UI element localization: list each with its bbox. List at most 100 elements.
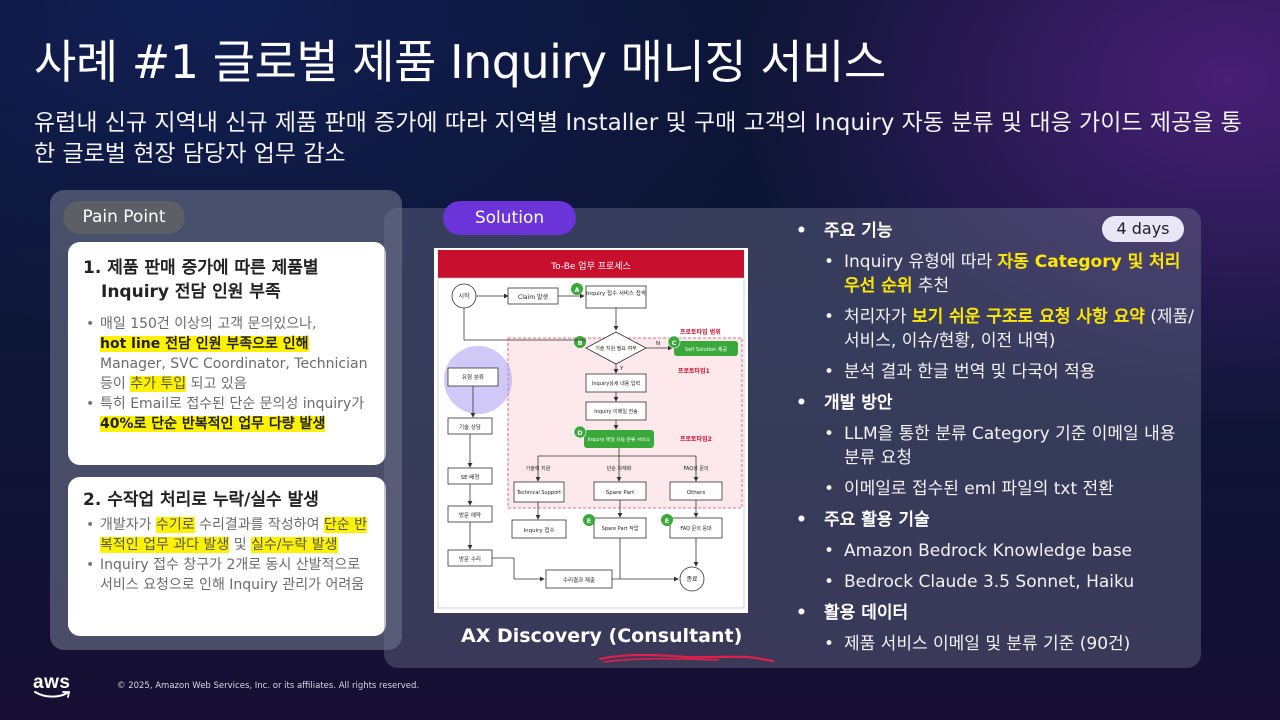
email-send-label: Inquiry 이메일 전송: [594, 408, 638, 415]
faq-answer-label: FAQ 문의 응대: [680, 525, 712, 532]
start-label: 시작: [458, 293, 470, 300]
tech-check-label: 기술 지원 필요 여부: [595, 345, 637, 352]
others-label: Others: [687, 490, 706, 496]
cat-part-label: 단순 자재화: [607, 465, 632, 472]
self-solution-label: Self Solution 제공: [685, 346, 728, 353]
card2-b1-b: 수리결과를 작성하여: [194, 517, 324, 533]
card1-b1-end: 되고 있음: [186, 376, 247, 392]
card1-bullets: 매일 150건 이상의 고객 문의있으나, hot line 전담 인원 부족으…: [86, 314, 372, 434]
card2-b1-c: 및: [229, 537, 252, 553]
end-label: 종료: [686, 576, 698, 583]
card1-b1-roles: Manager, SVC Coordinator, Technician 등이: [100, 356, 368, 392]
aws-logo-text: aws: [33, 672, 71, 693]
card1-b2-text: 특히 Email로 접수된 단순 문의성 inquiry가: [100, 396, 365, 412]
cat-tech-label: 기술력 지원: [526, 465, 551, 472]
section-data: 활용 데이터: [796, 601, 1196, 625]
card1-bullet-2: 특히 Email로 접수된 단순 문의성 inquiry가 40%로 단순 반복…: [86, 394, 372, 434]
card2-b1-highlight: 수기로: [155, 517, 195, 533]
inquiry-receive2-label: Inquiry 접수: [524, 526, 555, 534]
marker-a-label: A: [574, 286, 579, 294]
slide-title: 사례 #1 글로벌 제품 Inquiry 매니징 서비스: [34, 35, 886, 89]
feature-summary: 처리자가 보기 쉬운 구조로 요청 사항 요약 (제품/서비스, 이슈/현황, …: [796, 305, 1196, 353]
ax-discovery-caption: AX Discovery (Consultant): [461, 625, 743, 647]
repair-submit-label: 수리결과 제출: [563, 576, 595, 584]
type-classify-label: 유형 분류: [462, 374, 484, 381]
pain-point-card-1: 1. 제품 판매 증가에 따른 제품별 Inquiry 전담 인원 부족 매일 …: [68, 242, 386, 465]
solution-label: Solution: [443, 201, 576, 235]
section-main-features: 주요 기능: [796, 219, 1196, 243]
diagram-header: To-Be 업무 프로세스: [550, 261, 631, 272]
marker-e1-label: E: [587, 517, 591, 525]
tech-bedrock-claude: Bedrock Claude 3.5 Sonnet, Haiku: [796, 570, 1196, 594]
diagram-header-bar: [438, 250, 744, 278]
dev-llm-classify: LLM을 통한 분류 Category 기준 이메일 내용 분류 요청: [796, 422, 1196, 470]
aws-logo: aws: [33, 672, 73, 700]
card2-bullet-2: Inquiry 접수 창구가 2개로 동시 산발적으로 서비스 요청으로 인해 …: [86, 555, 372, 595]
spare-part-label: Spare Part: [606, 490, 635, 496]
card1-b2-highlight: 40%로 단순 반복적인 업무 다량 발생: [100, 416, 326, 432]
auto-classify-box: [584, 430, 654, 448]
feature-1-highlight: 자동 Category 및 처리 우선 순위: [844, 252, 1181, 296]
card1-heading-line1: 1. 제품 판매 증가에 따른 제품별: [83, 258, 319, 278]
card2-heading: 2. 수작업 처리로 누락/실수 발생: [83, 490, 319, 510]
card1-b1-highlight: hot line 전담 인원 부족으로 인해: [100, 336, 309, 352]
self-solution-box: [674, 341, 738, 356]
visit-repair-label: 방문 수리: [459, 555, 481, 563]
marker-b-label: B: [578, 339, 583, 347]
feature-2-end: (제품/서비스, 이슈/현황, 이전 내역): [844, 307, 1194, 351]
yes-label: Y: [619, 366, 624, 372]
tech-support-box: [513, 481, 565, 503]
feature-auto-category: Inquiry 유형에 따라 자동 Category 및 처리 우선 순위 추천: [796, 250, 1196, 298]
spare-work-label: Spare Part 작업: [602, 525, 639, 532]
se-assign-label: SE 배정: [461, 473, 480, 481]
proto1-label: 프로토타입1: [678, 367, 710, 375]
solution-feature-list: 주요 기능 Inquiry 유형에 따라 자동 Category 및 처리 우선…: [796, 219, 1196, 663]
handwritten-underline: [598, 653, 775, 663]
marker-a: [571, 283, 583, 295]
copyright-notice: © 2025, Amazon Web Services, Inc. or its…: [117, 681, 420, 691]
tech-support-label: Technical Support: [516, 490, 561, 496]
pain-point-card-2: 2. 수작업 처리로 누락/실수 발생 개발자가 수기로 수리결과를 작성하여 …: [68, 477, 386, 636]
section-dev-approach: 개발 방안: [796, 391, 1196, 415]
slide-subtitle: 유럽내 신규 지역내 신규 제품 판매 증가에 따라 지역별 Installer…: [34, 110, 1242, 167]
feature-1-end: 추천: [912, 276, 950, 296]
aws-smile-icon: [34, 691, 71, 698]
claim-label: Claim 발생: [518, 293, 548, 301]
cat-faq-label: FAQ성 문의: [683, 465, 708, 472]
proto-scope-label: 프로토타입 범위: [680, 328, 721, 336]
inquiry-receive-label: Inquiry 접수 서비스 접속: [586, 289, 646, 297]
feature-2-highlight: 보기 쉬운 구조로 요청 사항 요약: [911, 307, 1145, 327]
process-flowchart: To-Be 업무 프로세스 프로토타입 범위 프로토타입1 프로토타입2 시작 …: [437, 250, 745, 609]
proto2-label: 프로토타입2: [680, 435, 712, 443]
pain-point-label: Pain Point: [63, 201, 185, 234]
inquiry-receive2-box: [511, 519, 567, 539]
feature-2-text: 처리자가: [844, 307, 912, 327]
marker-b: [574, 336, 586, 348]
card1-bullet-1: 매일 150건 이상의 고객 문의있으나, hot line 전담 인원 부족으…: [86, 314, 372, 394]
card1-b1-text: 매일 150건 이상의 고객 문의있으나,: [100, 316, 317, 332]
marker-d-label: D: [577, 429, 583, 437]
card2-bullets: 개발자가 수기로 수리결과를 작성하여 단순 반복적인 업무 과다 발생 및 실…: [86, 515, 372, 595]
feature-translation: 분석 결과 한글 번역 및 다국어 적용: [796, 360, 1196, 384]
card1-heading-line2: Inquiry 전담 인원 부족: [101, 282, 281, 302]
detail-input-label: Inquiry상세 내용 입력: [592, 380, 640, 387]
inquiry-receive-box: [585, 285, 647, 309]
prototype-scope-region: [507, 337, 743, 509]
visit-reserve-label: 방문 예약: [459, 511, 481, 519]
no-label: N: [656, 341, 660, 347]
marker-c: [667, 335, 681, 349]
marker-e2: [661, 514, 673, 526]
data-emails: 제품 서비스 이메일 및 분류 기준 (90건): [796, 632, 1196, 656]
card1-b1-highlight2: 추가 투입: [130, 376, 187, 392]
card2-bullet-1: 개발자가 수기로 수리결과를 작성하여 단순 반복적인 업무 과다 발생 및 실…: [86, 515, 372, 555]
tech-consult-label: 기술 상담: [459, 423, 481, 431]
auto-classify-label: Inquiry 메일 자동 분류 서비스: [588, 436, 651, 443]
section-tech: 주요 활용 기술: [796, 508, 1196, 532]
marker-e2-label: E: [665, 517, 669, 525]
tech-bedrock-kb: Amazon Bedrock Knowledge base: [796, 539, 1196, 563]
card2-b1-highlight3: 실수/누락 발생: [251, 537, 338, 553]
marker-d: [573, 425, 587, 439]
marker-c-label: C: [672, 339, 677, 347]
end-node: [679, 566, 705, 592]
card2-b1-a: 개발자가: [100, 517, 156, 533]
